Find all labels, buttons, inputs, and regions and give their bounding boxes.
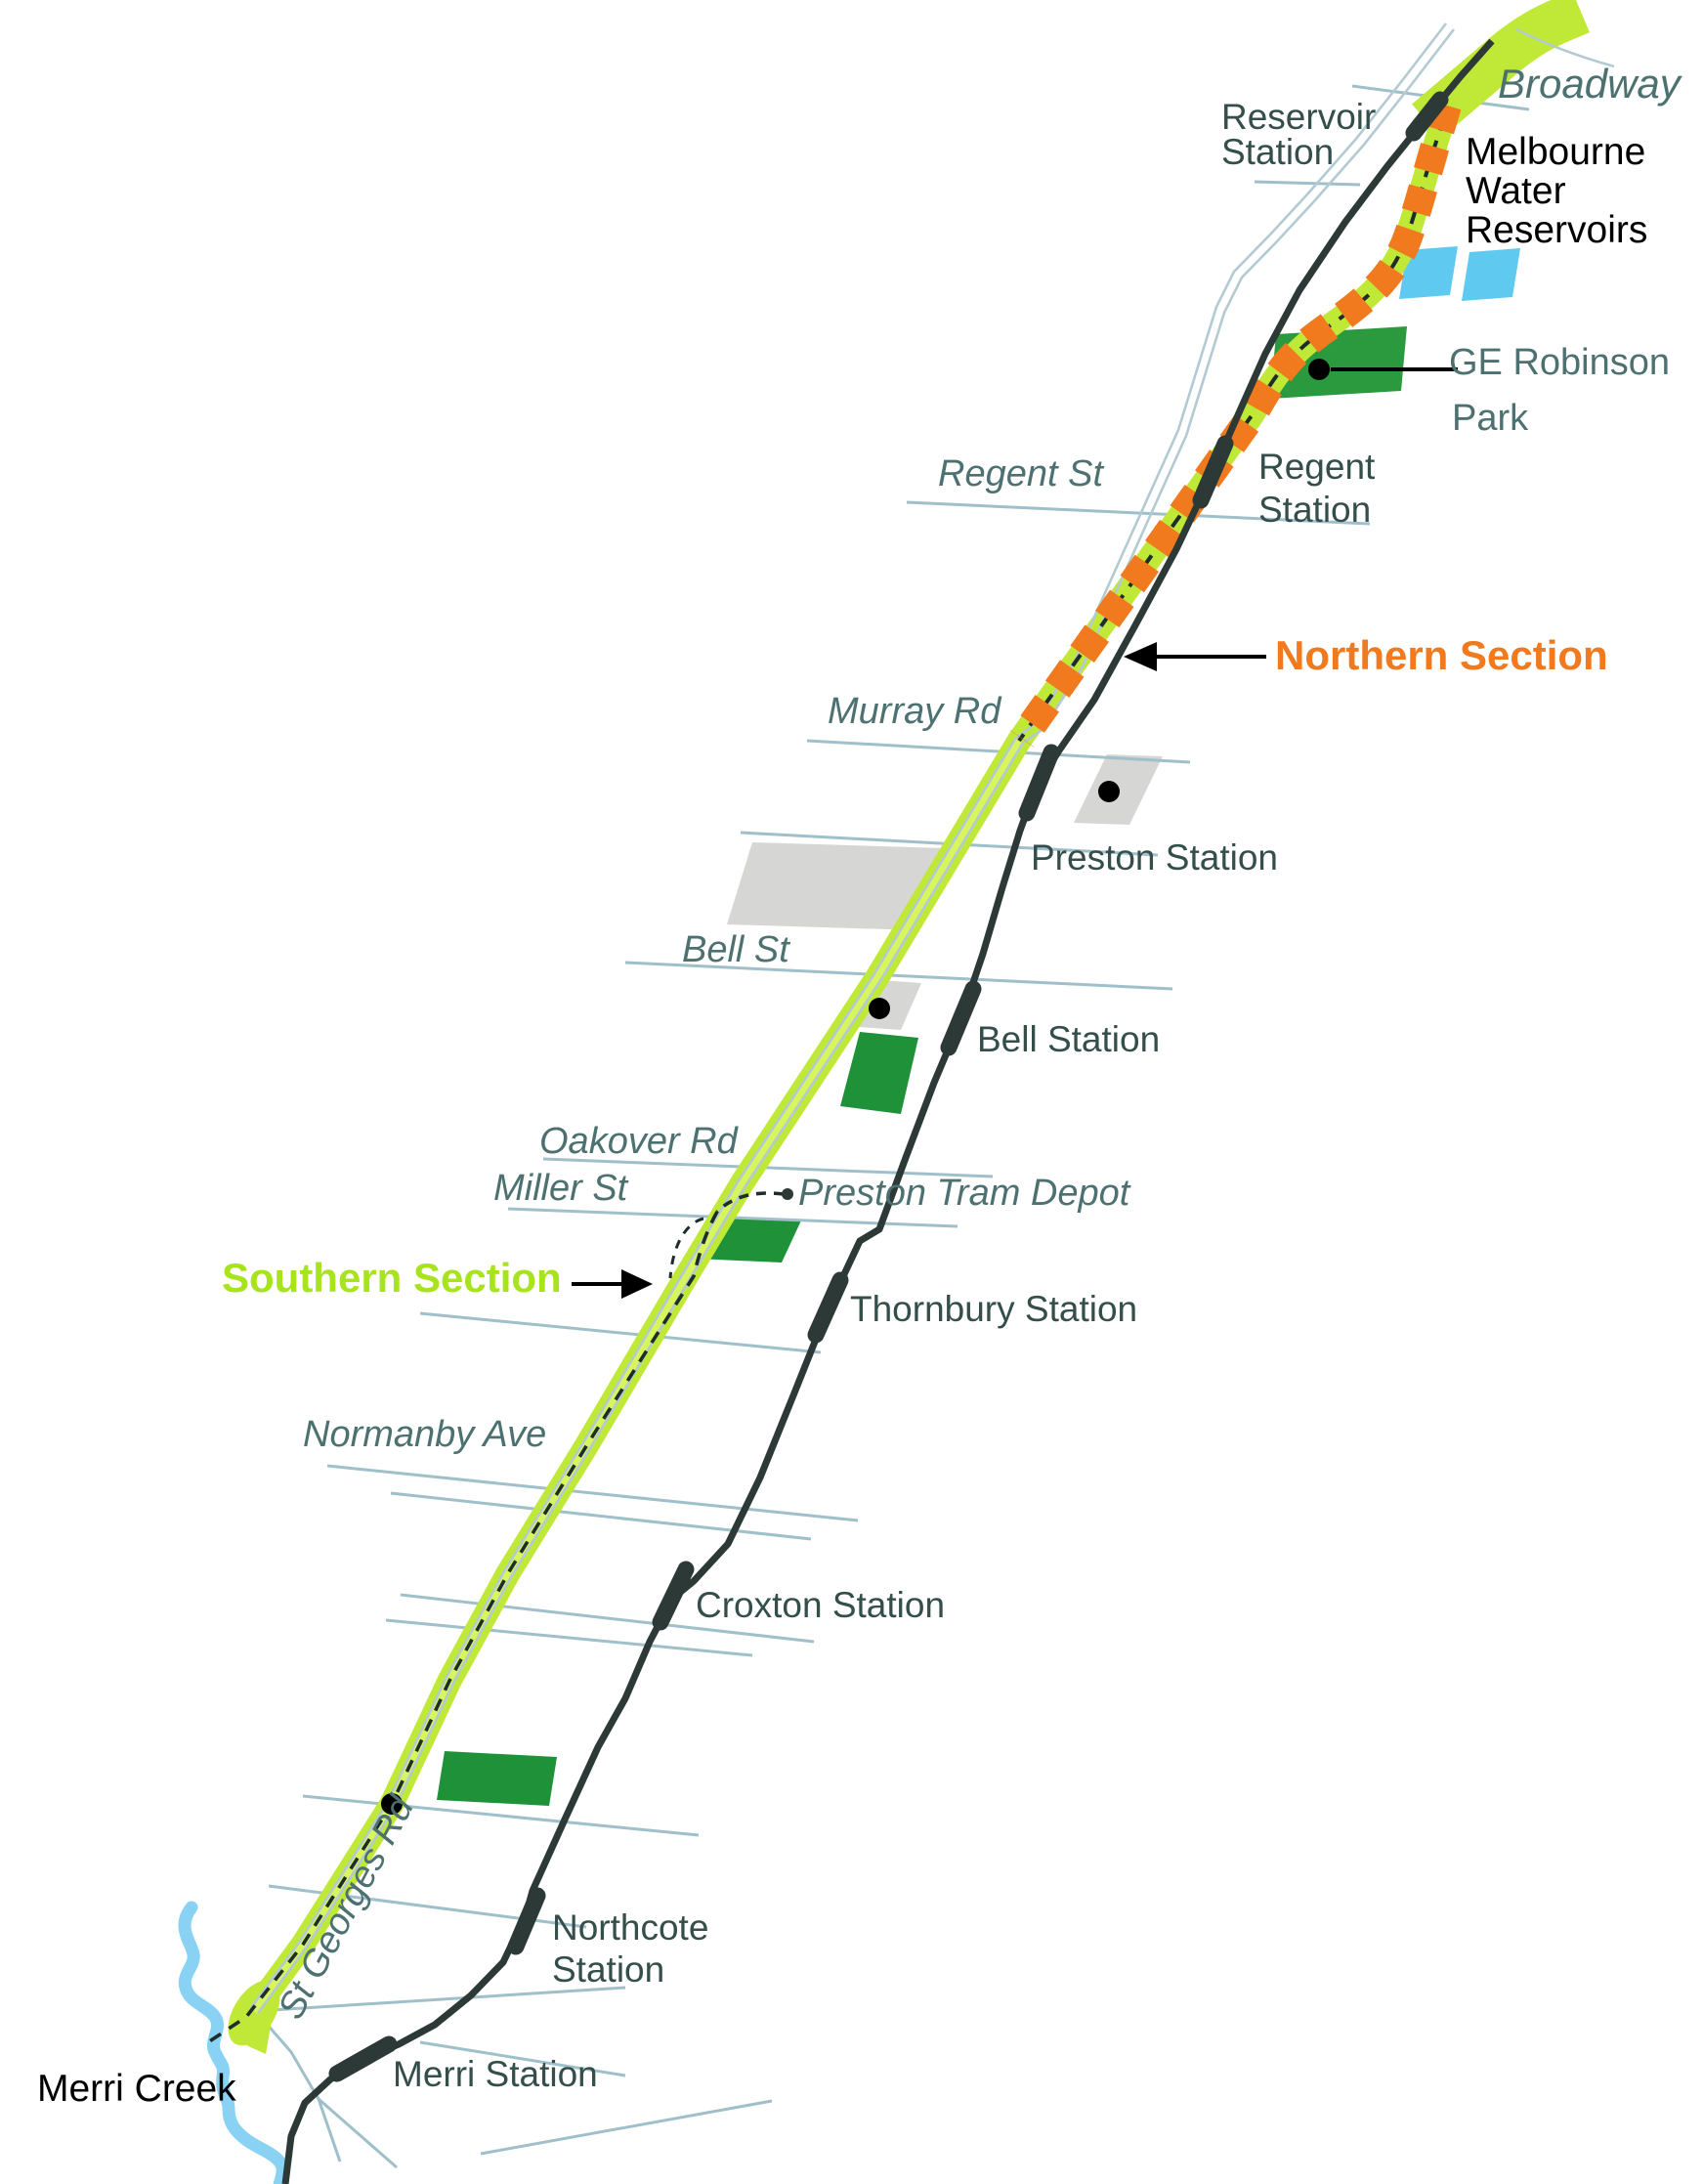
reservoir-basin-2 bbox=[1462, 248, 1520, 301]
label-merri-station: Merri Station bbox=[393, 2054, 598, 2094]
label-croxton-station: Croxton Station bbox=[696, 1585, 945, 1625]
label-reservoir-station-1: Reservoir bbox=[1221, 97, 1376, 137]
railway bbox=[281, 38, 1495, 2184]
northcote-park-area bbox=[437, 1751, 557, 1806]
street-s19 bbox=[419, 2040, 626, 2077]
label-normanby-ave: Normanby Ave bbox=[303, 1414, 546, 1455]
label-bell-st: Bell St bbox=[682, 929, 790, 970]
label-melbourne-water-3: Reservoirs bbox=[1466, 209, 1647, 251]
railway-line bbox=[281, 38, 1495, 2184]
depot-loop-dashed bbox=[668, 1217, 704, 1279]
label-regent-station-2: Station bbox=[1258, 490, 1371, 530]
label-southern-section: Southern Section bbox=[222, 1255, 562, 1301]
northcote-station-marker bbox=[507, 1887, 546, 1955]
merri-creek-water bbox=[178, 1901, 289, 2184]
label-regent-station-1: Regent bbox=[1258, 447, 1376, 487]
reservoir-basin-1 bbox=[1399, 246, 1458, 299]
label-merri-creek: Merri Creek bbox=[37, 2068, 236, 2110]
label-thornbury-station: Thornbury Station bbox=[850, 1289, 1137, 1329]
corridor-terminus-wedge bbox=[241, 2009, 274, 2054]
ge-robinson-dot bbox=[1308, 359, 1330, 380]
label-northcote-station-2: Station bbox=[552, 1949, 664, 1990]
label-melbourne-water-2: Water bbox=[1466, 170, 1566, 212]
southern-arrow-head bbox=[621, 1269, 653, 1299]
label-bell-station: Bell Station bbox=[977, 1019, 1160, 1059]
label-st-georges-rd: St Georges Rd bbox=[271, 1788, 423, 2026]
st-georges-road-lines bbox=[248, 22, 1615, 2014]
bell-station-marker bbox=[940, 980, 982, 1056]
bell-park-area bbox=[840, 1032, 918, 1114]
label-northcote-station-1: Northcote bbox=[552, 1907, 708, 1948]
street-s11 bbox=[390, 1491, 812, 1541]
label-oakover-rd: Oakover Rd bbox=[539, 1121, 740, 1162]
bell-st-road bbox=[624, 961, 1173, 991]
label-melbourne-water-1: Melbourne bbox=[1466, 131, 1645, 173]
label-ge-robinson-2: Park bbox=[1452, 398, 1529, 439]
street-below-miller bbox=[419, 1311, 822, 1354]
label-northern-section: Northern Section bbox=[1275, 632, 1608, 678]
normanby-ave-road bbox=[326, 1464, 859, 1522]
label-preston-station: Preston Station bbox=[1031, 837, 1278, 878]
reservoir-station-marker bbox=[1405, 91, 1449, 142]
street-s17 bbox=[257, 2014, 398, 2169]
point-markers bbox=[381, 359, 1458, 1815]
labels: Broadway Regent St Murray Rd Bell St Oak… bbox=[37, 61, 1683, 2110]
bell-block-dot bbox=[869, 998, 890, 1019]
regent-station-marker bbox=[1192, 435, 1234, 509]
northern-arrow-head bbox=[1124, 642, 1157, 671]
depot-leader-dashed bbox=[715, 1191, 785, 1214]
map-areas bbox=[178, 246, 1520, 2184]
reservoir-leader-road bbox=[1254, 180, 1361, 187]
street-s12 bbox=[400, 1593, 815, 1644]
large-gray-block bbox=[727, 842, 945, 930]
street-s14 bbox=[302, 1794, 700, 1837]
northcote-route-dot bbox=[381, 1793, 403, 1815]
preston-station-marker bbox=[1018, 744, 1060, 822]
label-miller-st: Miller St bbox=[493, 1168, 629, 1209]
street-s18 bbox=[317, 2098, 342, 2163]
street-s16 bbox=[256, 1986, 626, 2013]
preston-block-dot bbox=[1098, 781, 1120, 802]
label-murray-rd: Murray Rd bbox=[828, 691, 1002, 732]
street-s13 bbox=[385, 1618, 753, 1657]
oakover-rd-road bbox=[542, 1157, 994, 1178]
label-regent-st: Regent St bbox=[938, 453, 1104, 494]
croxton-station-marker bbox=[652, 1561, 695, 1631]
depot-dot bbox=[782, 1188, 793, 1200]
thornbury-station-marker bbox=[807, 1271, 849, 1344]
cross-streets bbox=[256, 84, 1530, 2169]
regent-st-road bbox=[906, 500, 1371, 526]
broadway-curve-road bbox=[1515, 27, 1615, 68]
label-preston-tram-depot: Preston Tram Depot bbox=[798, 1173, 1131, 1214]
label-ge-robinson-1: GE Robinson bbox=[1449, 342, 1670, 383]
street-s20 bbox=[480, 2099, 773, 2156]
label-broadway: Broadway bbox=[1498, 61, 1683, 107]
label-reservoir-station-2: Station bbox=[1221, 132, 1334, 172]
section-arrows bbox=[572, 642, 1266, 1299]
merri-station-marker bbox=[328, 2035, 398, 2082]
northern-section-overlay bbox=[1009, 101, 1462, 748]
